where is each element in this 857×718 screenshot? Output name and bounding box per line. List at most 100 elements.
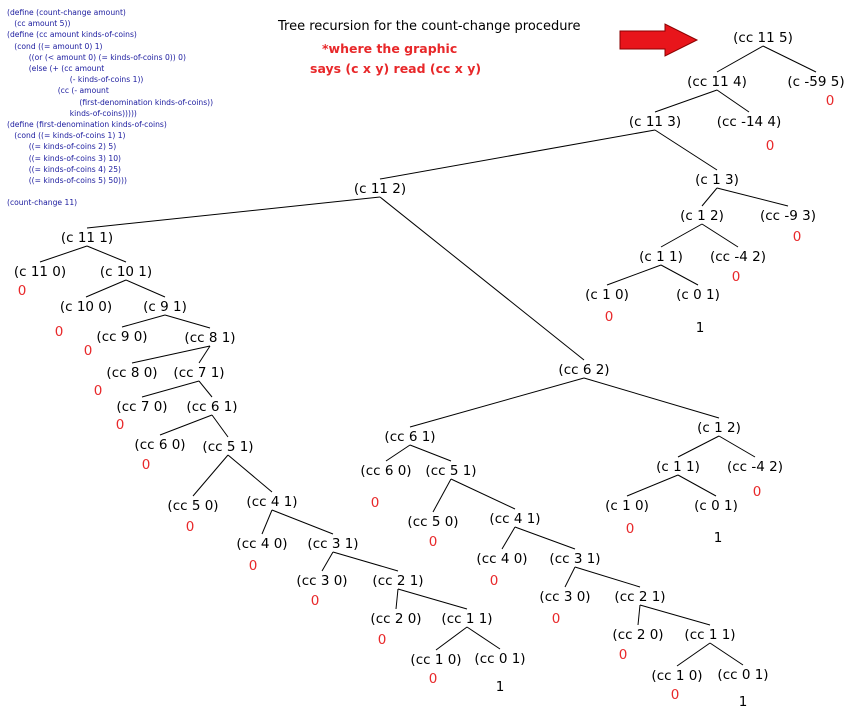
tree-node-label: (cc 5 0) bbox=[407, 514, 458, 530]
tree-edge bbox=[432, 478, 452, 513]
note-line-1: *where the graphic bbox=[322, 41, 458, 56]
tree-node-result: 0 bbox=[626, 521, 635, 537]
tree-edge bbox=[718, 435, 756, 458]
tree-node-label: (cc 3 1) bbox=[549, 551, 600, 567]
tree-edge bbox=[701, 187, 718, 207]
tree-node-label: (cc 3 0) bbox=[296, 573, 347, 589]
tree-node-result: 0 bbox=[671, 687, 680, 703]
tree-node-result: 0 bbox=[619, 647, 628, 663]
tree-edge bbox=[397, 588, 468, 610]
tree-node-label: (c 1 2) bbox=[680, 208, 724, 224]
tree-node-label: (cc 2 1) bbox=[614, 589, 665, 605]
tree-node-label: (c 11 2) bbox=[354, 181, 406, 197]
tree-node-label: (cc 3 0) bbox=[539, 589, 590, 605]
tree-edge bbox=[39, 245, 88, 263]
code-line: ((= kinds-of-coins 5) 50))) bbox=[7, 176, 127, 185]
tree-edge bbox=[159, 414, 213, 436]
tree-edge bbox=[125, 279, 166, 298]
tree-edge bbox=[261, 509, 273, 535]
code-line: (define (first-denomination kinds-of-coi… bbox=[7, 120, 167, 129]
tree-edge bbox=[385, 444, 411, 462]
tree-edge bbox=[141, 380, 200, 398]
tree-edge bbox=[435, 626, 468, 651]
tree-node-label: (cc 5 1) bbox=[202, 439, 253, 455]
tree-edge bbox=[716, 187, 789, 207]
code-line: ((or (< amount 0) (= kinds-of-coins 0)) … bbox=[7, 52, 186, 62]
code-line: kinds-of-coins))))) bbox=[7, 108, 137, 118]
tree-node-label: (cc 7 1) bbox=[173, 365, 224, 381]
tree-node-label: (cc -4 2) bbox=[727, 459, 783, 475]
tree-node-label: (cc 1 1) bbox=[441, 611, 492, 627]
tree-node-result: 0 bbox=[84, 343, 93, 359]
tree-node-label: (cc 6 1) bbox=[186, 399, 237, 415]
tree-node-label: (c 1 1) bbox=[639, 249, 683, 265]
tree-node-result: 0 bbox=[186, 519, 195, 535]
tree-node-label: (c 1 1) bbox=[656, 459, 700, 475]
right-arrow-icon bbox=[619, 23, 699, 57]
tree-edge bbox=[564, 566, 576, 588]
tree-edge bbox=[676, 642, 711, 667]
tree-node-result: 0 bbox=[732, 269, 741, 285]
tree-node-label: (c 11 1) bbox=[61, 230, 113, 246]
tree-node-result: 0 bbox=[429, 671, 438, 687]
tree-node-label: (cc 7 0) bbox=[116, 399, 167, 415]
tree-node-label: (c 10 1) bbox=[100, 264, 152, 280]
tree-node-result: 0 bbox=[142, 457, 151, 473]
tree-edge bbox=[164, 314, 211, 329]
tree-node-result: 1 bbox=[714, 530, 723, 546]
tree-edge bbox=[574, 566, 641, 588]
tree-node-label: (cc 0 1) bbox=[474, 651, 525, 667]
code-block: (define (count-change amount) (cc amount… bbox=[7, 7, 247, 207]
code-line: (cc amount 5)) bbox=[7, 19, 71, 29]
tree-edge bbox=[583, 377, 720, 419]
tree-edge bbox=[379, 129, 656, 180]
tree-node-label: (cc 4 0) bbox=[476, 551, 527, 567]
tree-node-label: (cc 1 1) bbox=[684, 627, 735, 643]
tree-node-label: (cc 1 0) bbox=[651, 668, 702, 684]
tree-edge bbox=[716, 45, 764, 73]
tree-node-label: (cc 2 1) bbox=[372, 573, 423, 589]
tree-node-label: (cc -14 4) bbox=[717, 114, 782, 130]
tree-edge bbox=[192, 454, 229, 497]
tree-node-label: (cc -9 3) bbox=[760, 208, 816, 224]
tree-edge bbox=[709, 642, 744, 666]
tree-node-result: 0 bbox=[552, 611, 561, 627]
tree-edge bbox=[660, 223, 703, 248]
tree-node-result: 0 bbox=[766, 138, 775, 154]
tree-node-result: 0 bbox=[18, 283, 27, 299]
tree-nodes: (cc 11 5)(cc 11 4)(c -59 5)0(c 11 3)(cc … bbox=[14, 30, 845, 710]
tree-node-label: (cc 8 0) bbox=[106, 365, 157, 381]
tree-edge bbox=[86, 196, 381, 229]
note-line-2: says (c x y) read (cc x y) bbox=[310, 61, 482, 76]
tree-edge bbox=[121, 314, 166, 328]
code-line: (cond ((= amount 0) 1) bbox=[7, 41, 103, 51]
tree-node-label: (c 0 1) bbox=[694, 498, 738, 514]
tree-node-result: 0 bbox=[826, 93, 835, 109]
tree-edge bbox=[198, 380, 213, 398]
tree-node-label: (c -59 5) bbox=[787, 74, 844, 90]
tree-node-label: (c 1 0) bbox=[605, 498, 649, 514]
tree-node-label: (c 11 3) bbox=[629, 114, 681, 130]
tree-edge bbox=[131, 345, 211, 364]
tree-edge bbox=[85, 279, 127, 298]
tree-node-label: (cc 5 0) bbox=[167, 498, 218, 514]
tree-edge bbox=[86, 245, 127, 263]
tree-edge bbox=[227, 454, 273, 493]
code-line: ((= kinds-of-coins 4) 25) bbox=[7, 164, 121, 174]
tree-node-label: (cc 4 1) bbox=[489, 511, 540, 527]
tree-node-label: (cc 6 2) bbox=[558, 362, 609, 378]
tree-node-label: (cc 0 1) bbox=[717, 667, 768, 683]
tree-node-result: 0 bbox=[753, 484, 762, 500]
tree-node-label: (cc -4 2) bbox=[710, 249, 766, 265]
tree-node-result: 0 bbox=[116, 417, 125, 433]
tree-edge bbox=[514, 526, 576, 550]
tree-node-result: 0 bbox=[429, 534, 438, 550]
tree-edge bbox=[677, 435, 720, 458]
tree-node-label: (c 1 3) bbox=[695, 172, 739, 188]
tree-edge bbox=[395, 588, 399, 610]
tree-edge bbox=[701, 223, 739, 248]
code-line: (count-change 11) bbox=[7, 198, 78, 208]
tree-node-result: 0 bbox=[793, 229, 802, 245]
tree-node-label: (cc 2 0) bbox=[612, 627, 663, 643]
